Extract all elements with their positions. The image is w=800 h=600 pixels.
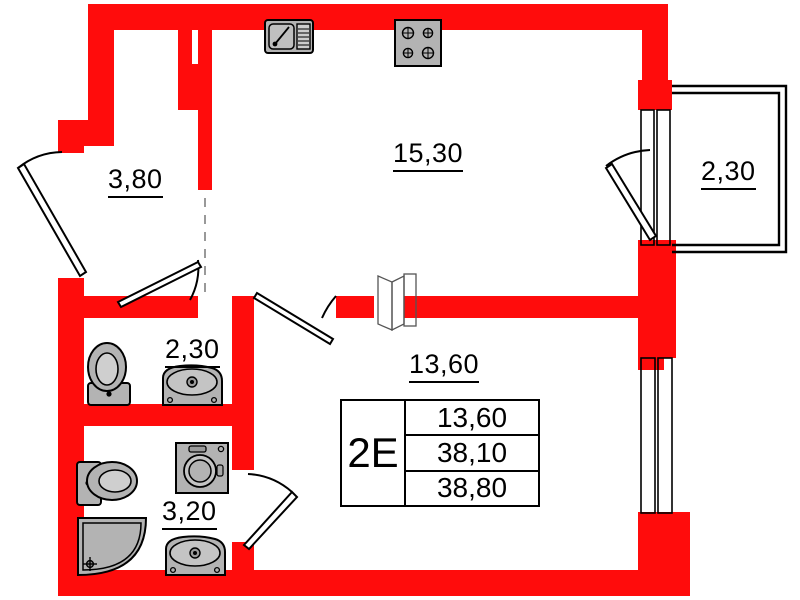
corner-shower-icon <box>77 517 148 577</box>
apartment-type-label: 2E <box>342 401 406 505</box>
wall-niche-left <box>178 4 192 64</box>
wall-middle-right <box>404 296 650 318</box>
room-to-bathroom-door <box>242 473 299 551</box>
wall-wc-bath-divider <box>58 404 254 426</box>
room-window-right <box>640 357 673 514</box>
wall-bottom-outer <box>58 570 690 596</box>
wall-bath-right-lower <box>232 542 254 596</box>
walls-group <box>58 4 690 596</box>
wall-bath-right-upper <box>232 426 254 470</box>
fixtures-group <box>76 19 442 577</box>
kitchen-partition-door <box>377 273 417 332</box>
wall-hall-step-vert <box>58 120 84 153</box>
room-area-label-balcony: 2,30 <box>701 158 756 190</box>
wall-wc-top <box>58 296 198 318</box>
windows-group <box>640 109 673 514</box>
wall-middle-left-stub <box>336 296 374 318</box>
hall-to-wc-door <box>116 259 203 309</box>
cooktop-icon <box>394 19 442 67</box>
hall-to-room-door <box>252 291 337 346</box>
balcony-window-top <box>640 109 671 246</box>
wall-right-lower-edge <box>664 512 690 596</box>
toilet-icon-wc <box>87 342 131 406</box>
wall-wc-right <box>232 296 254 426</box>
entrance-door <box>16 151 88 278</box>
room-area-label-wc: 2,30 <box>165 336 220 368</box>
room-area-label-hall: 3,80 <box>108 166 163 198</box>
balcony-door <box>604 149 658 242</box>
area-values-column: 13,60 38,10 38,80 <box>406 401 538 505</box>
doors-group <box>16 149 658 551</box>
room-area-label-room: 13,60 <box>409 351 480 383</box>
washbasin-icon-bath <box>165 535 226 576</box>
balcony-outline <box>672 84 788 254</box>
washbasin-icon-wc <box>162 364 223 406</box>
room-area-label-kitchen: 15,30 <box>393 140 464 172</box>
wall-top-outer <box>88 4 668 30</box>
wall-hall-left-upper <box>88 4 114 120</box>
living-area-value: 13,60 <box>406 401 538 437</box>
kitchen-sink-icon <box>264 19 314 54</box>
wall-right-pier-middle-b <box>638 240 664 370</box>
toilet-icon-bath <box>76 461 138 506</box>
wall-balcony-pier-top <box>638 80 672 110</box>
room-area-label-bathroom: 3,20 <box>162 498 217 530</box>
total-area-value: 38,80 <box>436 472 508 504</box>
area-without-value: 38,10 <box>406 436 538 472</box>
area-summary-table: 2E 13,60 38,10 38,80 <box>340 399 540 507</box>
washing-machine-icon <box>175 442 229 494</box>
wall-hall-right-vert <box>198 4 212 190</box>
